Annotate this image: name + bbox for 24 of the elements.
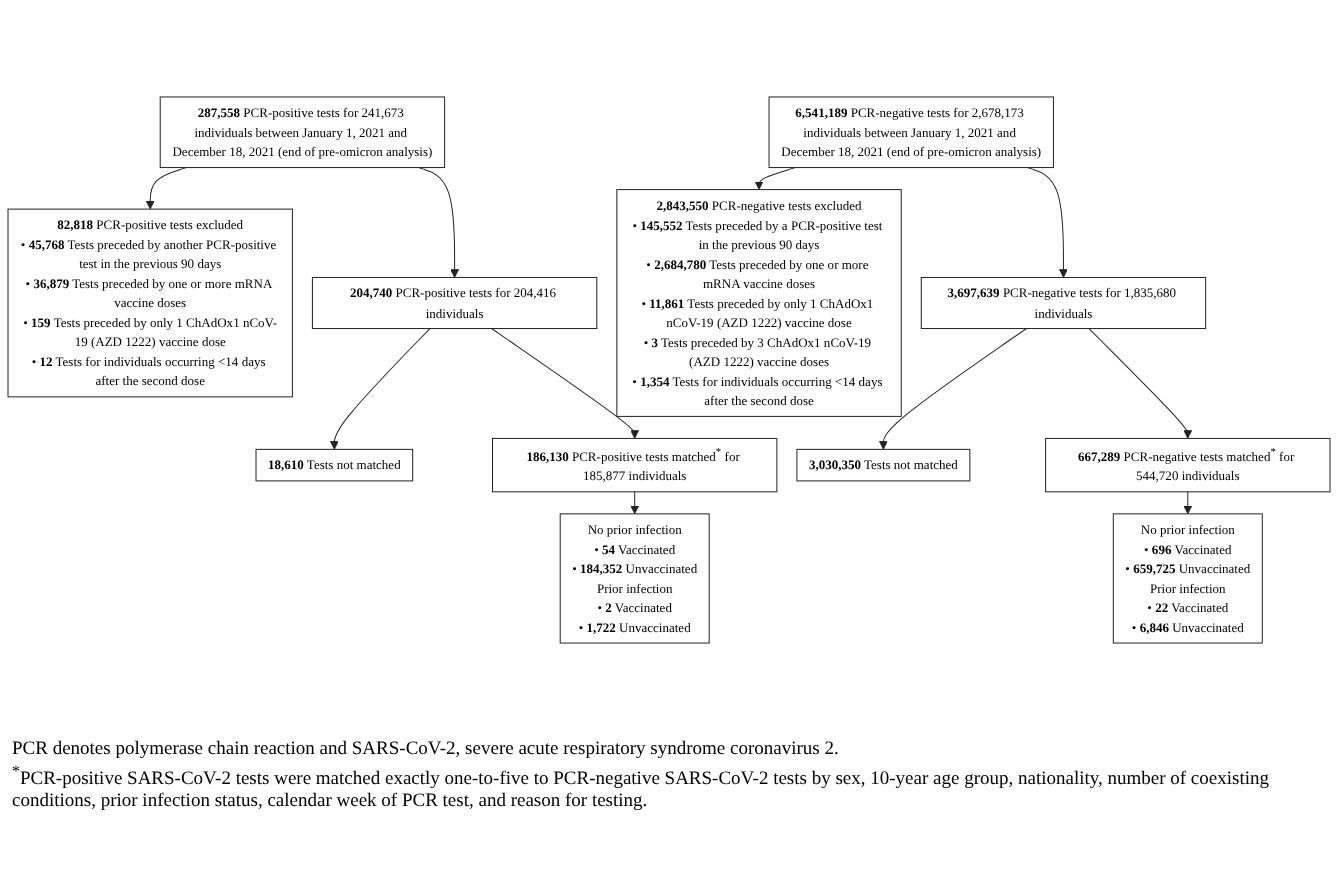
- arrow: [329, 328, 431, 450]
- node-box: [559, 513, 710, 644]
- footnote: $^{*}$PCR-positive SARS-CoV-2 tests were matched exactly one-to-five to PCR-negative SARS-CoV-2 tests by sex, 10-year age group, nationality, number of coexisting conditions, prior infection status, calendar week of PCR test, and reason for testing.: [12, 761, 1271, 814]
- node-box: [255, 448, 414, 482]
- arrow: [754, 167, 796, 190]
- node-box: [159, 96, 446, 169]
- node-box: [492, 437, 778, 493]
- arrow: [145, 167, 187, 210]
- arrow: [491, 328, 640, 439]
- arrow: [630, 491, 640, 515]
- node-box: [768, 96, 1054, 169]
- node-box: [1045, 437, 1331, 493]
- node-box: [616, 189, 902, 417]
- arrow: [1026, 167, 1068, 278]
- arrow: [1183, 491, 1193, 515]
- node-box: [796, 448, 971, 482]
- node-box: [920, 276, 1207, 330]
- node-box: [1112, 513, 1263, 644]
- node-box: [7, 208, 293, 398]
- arrow: [1088, 328, 1193, 439]
- node-box: [311, 276, 598, 330]
- footnote: PCR denotes polymerase chain reaction and SARS-CoV-2, severe acute respiratory syndrome coronavirus 2.: [12, 740, 841, 762]
- arrow: [878, 328, 1027, 450]
- arrow: [417, 167, 460, 278]
